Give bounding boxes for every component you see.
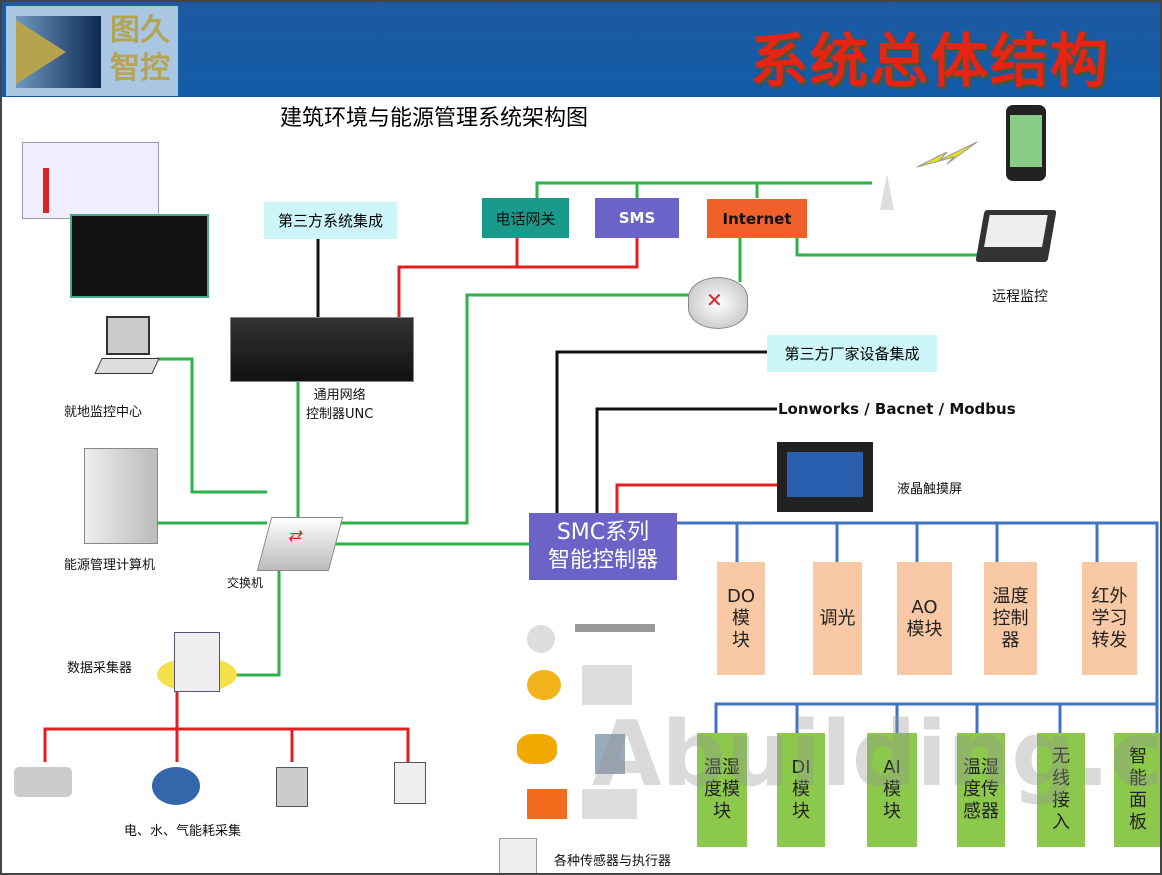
red-sms-line xyxy=(517,238,639,269)
pc-switch-line xyxy=(157,357,267,494)
touchscreen-line xyxy=(615,483,777,513)
logo-text: 图久智控 xyxy=(110,13,170,86)
protocol-label: Lonworks / Bacnet / Modbus xyxy=(778,400,1016,418)
module-wireless: 无 线 接 入 xyxy=(1037,733,1085,847)
smc-line1: SMC系列 xyxy=(556,519,650,545)
module-ir: 红外 学习 转发 xyxy=(1082,562,1137,675)
unc-controller-device xyxy=(230,317,414,382)
router-switch-line xyxy=(332,293,690,525)
smartphone-icon xyxy=(1006,105,1046,181)
network-switch-icon: ⇄ xyxy=(256,517,344,571)
meters-label: 电、水、气能耗采集 xyxy=(124,824,242,839)
touchscreen-label: 液晶触摸屏 xyxy=(897,482,963,497)
green-top-bus xyxy=(535,181,872,198)
sensors-label: 各种传感器与执行器 xyxy=(554,854,672,869)
electric-meter-icon xyxy=(394,762,426,804)
smc-line2: 智能控制器 xyxy=(547,547,658,573)
logo-triangle-icon xyxy=(16,16,101,88)
internet-laptop-line xyxy=(795,238,982,257)
third-party-system-box: 第三方系统集成 xyxy=(264,202,397,239)
unc-label: 通用网络 控制器UNC xyxy=(306,388,374,422)
module-smart-panel: 智 能 面 板 xyxy=(1114,733,1160,847)
watermark: Abuilding.cn xyxy=(592,702,1162,807)
server-icon xyxy=(84,448,158,544)
touchscreen-icon xyxy=(777,442,873,512)
lightning-icon xyxy=(916,141,978,168)
module-ao: AO 模块 xyxy=(897,562,952,675)
collector-label: 数据采集器 xyxy=(67,661,133,676)
smc-controller-box: SMC系列 智能控制器 xyxy=(529,513,677,580)
remote-monitor-label: 远程监控 xyxy=(992,289,1048,305)
module-dimming: 调光 xyxy=(813,562,862,675)
switch-collector-line xyxy=(222,567,281,677)
sensor-panel-icon xyxy=(499,838,537,873)
diagram-subtitle: 建筑环境与能源管理系统架构图 xyxy=(280,106,589,131)
actuators-images xyxy=(517,734,637,834)
sensors-images xyxy=(527,620,657,710)
sms-box: SMS xyxy=(595,198,679,238)
water-meter-icon xyxy=(14,767,72,797)
header-band xyxy=(2,2,1160,97)
module-temp-humidity: 温湿 度模 块 xyxy=(697,733,747,847)
module-th-sensor: 温湿 度传 感器 xyxy=(957,733,1005,847)
module-ai: AI 模 块 xyxy=(867,733,917,847)
module-bus-lower xyxy=(714,702,1157,733)
module-temp-controller: 温度 控制 器 xyxy=(984,562,1037,675)
module-do: DO 模 块 xyxy=(717,562,765,675)
protocol-line xyxy=(595,407,777,513)
energy-pc-label: 能源管理计算机 xyxy=(64,558,156,573)
router-icon: ✕ xyxy=(688,277,748,329)
gas-meter-icon xyxy=(276,767,308,807)
local-center-label: 就地监控中心 xyxy=(64,405,143,420)
desktop-pc-icon xyxy=(94,316,160,376)
meter-bus xyxy=(43,692,410,762)
antenna-icon xyxy=(872,154,902,210)
switch-label: 交换机 xyxy=(227,576,264,590)
module-di: DI 模 块 xyxy=(777,733,825,847)
laptop-icon xyxy=(975,210,1057,262)
data-collector-icon xyxy=(174,632,220,692)
water-meter-2-icon xyxy=(152,767,200,805)
phone-gateway-box: 电话网关 xyxy=(482,198,569,238)
third-party-vendor-box: 第三方厂家设备集成 xyxy=(767,335,937,372)
internet-box: Internet xyxy=(707,199,807,238)
logo: 图久智控 xyxy=(6,6,178,96)
software-screenshot-chart xyxy=(22,142,159,219)
page-title: 系统总体结构 xyxy=(750,27,1111,95)
vendor-line xyxy=(555,350,767,513)
module-bus-upper xyxy=(677,521,1159,733)
software-screenshot-hmi xyxy=(70,214,209,298)
red-gateway-line xyxy=(397,238,519,317)
